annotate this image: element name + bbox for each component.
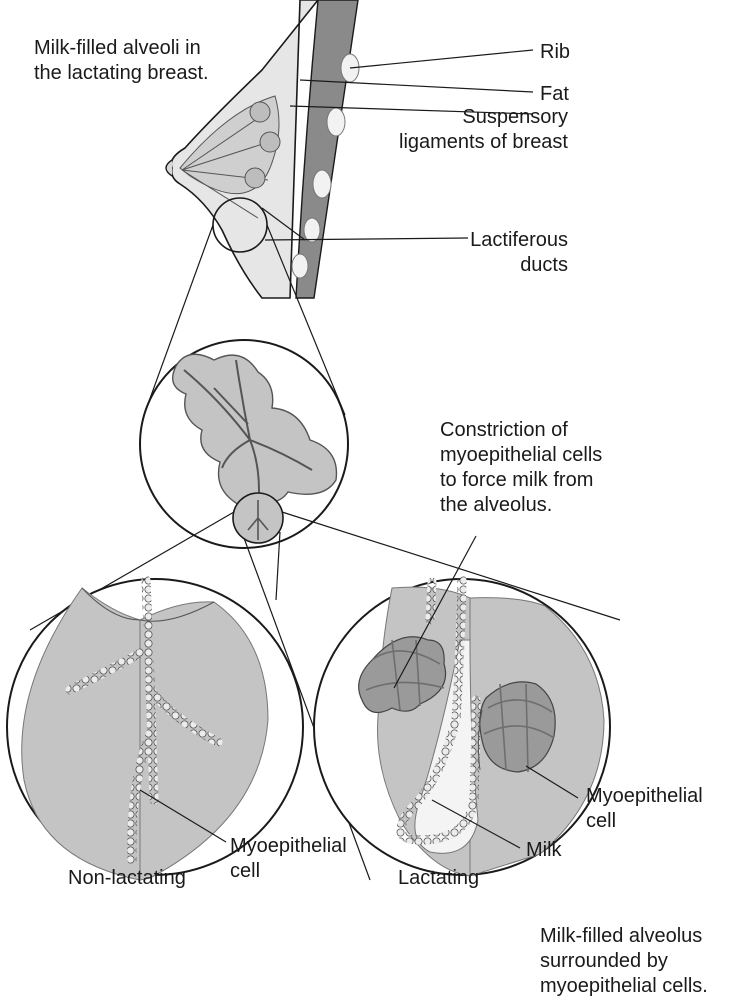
label-line: cell <box>230 859 347 884</box>
label-line: to force milk from <box>440 468 602 493</box>
label-line: myoepithelial cells <box>440 443 602 468</box>
label-line: Milk-filled alveoli in <box>34 36 209 61</box>
label-suspensory-ligaments: Suspensory ligaments of breast <box>399 105 568 155</box>
label-lactiferous-ducts: Lactiferous ducts <box>470 228 568 278</box>
label-line: Myoepithelial <box>230 834 347 859</box>
label-milk-filled-alveoli: Milk-filled alveoli in the lactating bre… <box>34 36 209 86</box>
nipple <box>166 160 172 176</box>
alveolus-milk-filled <box>480 682 555 772</box>
label-line: myoepithelial cells. <box>540 974 708 999</box>
label-line: the alveolus. <box>440 493 602 518</box>
label-line: Suspensory <box>399 105 568 130</box>
label-line: Myoepithelial <box>586 784 703 809</box>
chest-wall-muscle <box>296 0 358 298</box>
label-line: Lactiferous <box>470 228 568 253</box>
magnified-lobule <box>140 340 348 548</box>
label-line: ducts <box>470 253 568 278</box>
label-milk: Milk <box>526 838 562 863</box>
label-line: Milk-filled alveolus <box>540 924 708 949</box>
label-line: cell <box>586 809 703 834</box>
label-rib: Rib <box>540 40 570 65</box>
label-alveolus-caption: Milk-filled alveolus surrounded by myoep… <box>540 924 708 999</box>
label-fat: Fat <box>540 82 569 107</box>
lactating-panel <box>314 579 610 876</box>
label-myoepithelial-cell-right: Myoepithelial cell <box>586 784 703 834</box>
label-myoepithelial-cell-left: Myoepithelial cell <box>230 834 347 884</box>
label-lactating: Lactating <box>398 866 479 891</box>
label-constriction: Constriction of myoepithelial cells to f… <box>440 418 602 518</box>
label-line: surrounded by <box>540 949 708 974</box>
label-line: Constriction of <box>440 418 602 443</box>
label-line: ligaments of breast <box>399 130 568 155</box>
label-line: the lactating breast. <box>34 61 209 86</box>
label-non-lactating: Non-lactating <box>68 866 186 891</box>
